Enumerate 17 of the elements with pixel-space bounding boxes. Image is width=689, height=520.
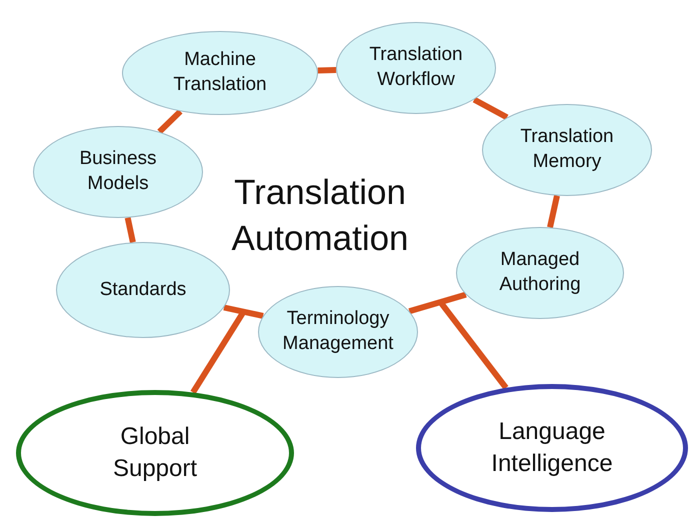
node-label: Standards [100,278,186,302]
connector-line [408,292,467,314]
node-label: Global Support [112,422,198,484]
node-label: Machine Translation [172,48,268,97]
node-label: Translation Memory [519,125,615,174]
node-label: Managed Authoring [498,248,582,297]
connector-line [223,304,264,319]
connector-line [472,96,508,120]
connector-line [547,195,560,228]
connector-line [157,109,182,134]
node-label: Language Intelligence [490,416,614,479]
center-heading: Translation Automation [230,172,410,260]
node-label: Business Models [78,147,158,196]
node-label: Translation Workflow [368,43,464,92]
connector-line [124,217,136,243]
node-label: Terminology Management [282,307,394,356]
connector-line [318,67,336,74]
